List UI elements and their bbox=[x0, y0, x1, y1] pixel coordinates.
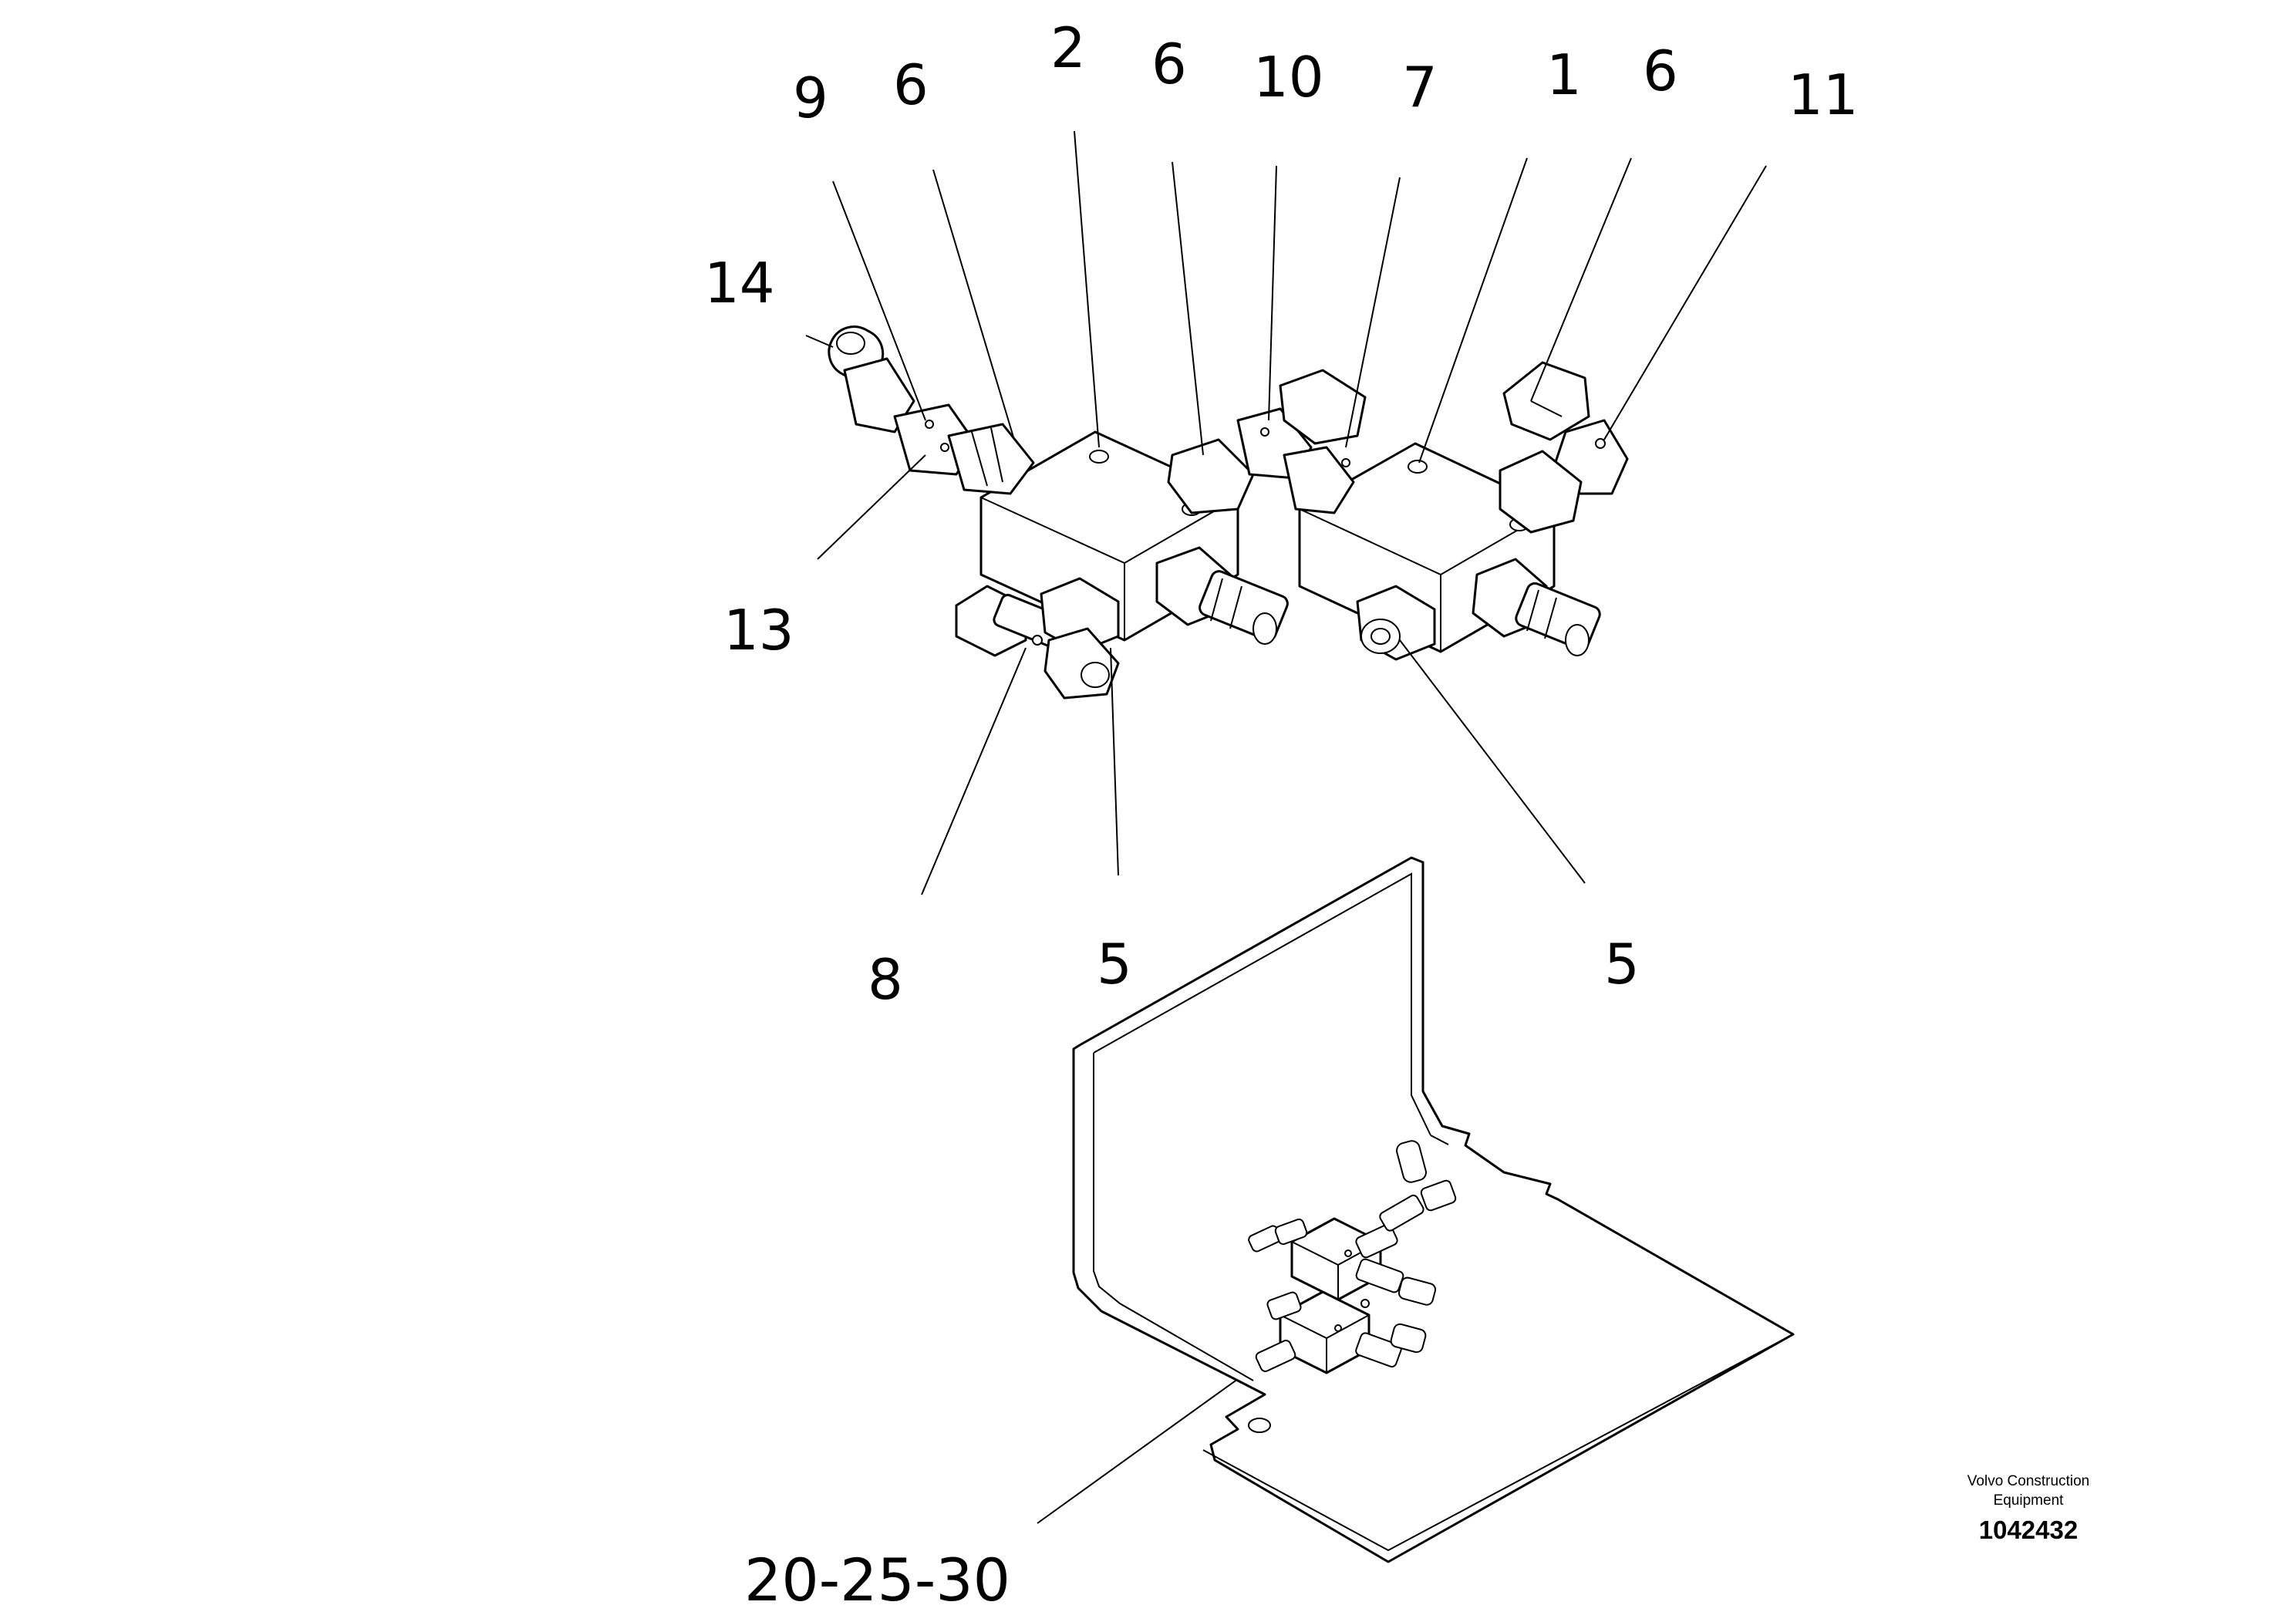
callout-8: 8 bbox=[868, 947, 903, 1012]
left-fitting-chain bbox=[828, 325, 1035, 495]
callout-6-center: 6 bbox=[1151, 32, 1187, 96]
callout-5-right: 5 bbox=[1604, 932, 1640, 996]
callout-2: 2 bbox=[1050, 15, 1086, 80]
right-elbow-fitting bbox=[1499, 361, 1629, 534]
upper-valve-assembly bbox=[828, 325, 1629, 700]
callout-1: 1 bbox=[1546, 42, 1582, 107]
brand-name-line2: Equipment bbox=[1993, 1492, 2064, 1509]
left-block-front-fittings bbox=[955, 577, 1120, 700]
reference-code: 20-25-30 bbox=[744, 1546, 1010, 1614]
callout-labels: 9 6 2 6 10 7 1 6 11 14 13 8 5 5 20-25-30 bbox=[704, 15, 1859, 1614]
bracket-mounted-valves bbox=[1248, 1140, 1457, 1374]
right-block-front-fitting bbox=[1356, 585, 1436, 661]
center-elbow-fitting bbox=[1167, 369, 1367, 514]
leader-lines bbox=[805, 130, 1767, 1524]
callout-6-right: 6 bbox=[1643, 39, 1678, 103]
drawing-number: 1042432 bbox=[1978, 1516, 2079, 1544]
callout-6-left: 6 bbox=[893, 52, 929, 117]
callout-14: 14 bbox=[704, 251, 775, 315]
callout-11: 11 bbox=[1788, 62, 1859, 127]
left-block-side-plug bbox=[1155, 546, 1289, 645]
callout-13: 13 bbox=[723, 598, 794, 663]
brand-name-line1: Volvo Construction bbox=[1967, 1473, 2090, 1489]
callout-7: 7 bbox=[1402, 55, 1438, 120]
callout-10: 10 bbox=[1253, 45, 1324, 110]
right-block-side-plug bbox=[1472, 558, 1601, 656]
callout-5-left: 5 bbox=[1097, 932, 1132, 996]
callout-9: 9 bbox=[793, 66, 828, 130]
title-block: Volvo Construction Equipment 1042432 bbox=[1890, 1472, 2167, 1549]
